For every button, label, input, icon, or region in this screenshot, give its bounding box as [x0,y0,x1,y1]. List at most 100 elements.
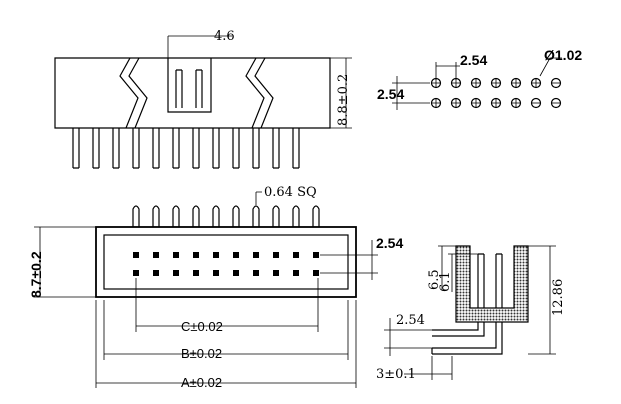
pin-square [193,270,199,276]
front-view: 0.64 SQ 8.7±0.2 2.54 C±0.02 B±0.02 A±0.0… [28,185,403,390]
dim-label-12-86: 12.86 [551,279,566,316]
dim-line-side-pitch [384,318,432,356]
dim-line-8-8 [330,57,352,129]
pin-square [213,252,219,258]
front-pin [292,205,300,227]
front-pin [252,205,260,227]
break-line-right-a [245,57,265,129]
dim-label-side-offset: 3±0.1 [376,367,416,382]
dim-label-b: B±0.02 [181,346,222,361]
dim-label-hole-dia: Ø1.02 [544,47,582,63]
pin-square [233,270,239,276]
pcb-hole-grid [430,77,562,109]
dim-label-pcb-v: 2.54 [377,86,404,102]
pin-square [253,270,259,276]
dim-line-side-offset [404,356,453,380]
side-pin-a [477,253,485,308]
dim-label-pcb-h: 2.54 [460,52,487,68]
top-pin [152,128,160,169]
dim-label-c: C±0.02 [181,319,223,334]
dim-line-4-6 [167,35,232,58]
pin-square [153,270,159,276]
notch-pin-right [195,69,203,108]
notch-pin-left [175,69,183,108]
top-pin [292,128,300,169]
dim-label-a: A±0.02 [181,375,222,390]
front-pin [312,205,320,227]
key-notch [167,58,212,113]
pcb-hole-cross [511,78,521,88]
dim-label-4-6: 4.6 [214,29,235,44]
pin-square [153,252,159,258]
top-pin [92,128,100,169]
break-line-left-b [128,57,148,129]
dim-line-12-86 [528,245,556,355]
dim-line-c [135,278,319,332]
side-pin-b [495,253,503,308]
pin-square [273,270,279,276]
dim-line-pcb-v [392,76,430,110]
leader-0-64 [255,191,262,205]
top-pin [72,128,80,169]
front-pin [132,205,140,227]
pcb-hole-cross [511,98,521,108]
front-pin [152,205,160,227]
pcb-hole-cross [431,98,441,108]
pcb-hole-cross [451,98,461,108]
top-pin [212,128,220,169]
pcb-hole-cross [531,78,541,88]
pin-square [293,252,299,258]
front-pin [212,205,220,227]
dim-line-8-7 [34,226,96,298]
dim-line-6-5 [438,245,456,290]
pcb-hole-cross [471,98,481,108]
front-pins [132,205,320,227]
top-pin [132,128,140,169]
pin-square [273,252,279,258]
side-view: 6.5 6.1 12.86 2.54 3±0.1 [376,245,566,382]
pin-square [133,252,139,258]
front-pin [272,205,280,227]
top-pins [72,128,300,169]
pin-square [293,270,299,276]
top-view: 4.6 8.8±0.2 [54,29,352,169]
side-housing [455,245,529,323]
dim-label-6-5: 6.5 [427,269,442,290]
front-pin [232,205,240,227]
side-lead-lower [431,322,503,355]
pin-square [193,252,199,258]
top-pin [172,128,180,169]
dim-line-a [95,300,357,388]
dim-line-6-1 [448,253,478,292]
top-pin [192,128,200,169]
dim-label-row-pitch: 2.54 [376,235,403,251]
dim-line-pcb-h [435,62,460,80]
pin-square [313,270,319,276]
pin-square [313,252,319,258]
dim-line-row-pitch [320,240,378,280]
dim-label-0-64: 0.64 SQ [264,185,317,200]
top-pin [252,128,260,169]
top-pin [272,128,280,169]
pcb-hole-cross [471,78,481,88]
pin-square [173,270,179,276]
pcb-hole-cross [491,78,501,88]
pin-square [173,252,179,258]
break-line-left-a [119,57,139,129]
pcb-hole-layout: 2.54 2.54 Ø1.02 [377,47,582,110]
front-pin [172,205,180,227]
top-body-outline [54,57,331,129]
top-pin [232,128,240,169]
pin-square [233,252,239,258]
dim-label-6-1: 6.1 [438,271,453,292]
dim-line-b [103,300,349,360]
front-body-outer [95,226,357,298]
front-pin [192,205,200,227]
dim-label-8-8: 8.8±0.2 [336,74,351,126]
dim-label-8-7: 8.7±0.2 [28,251,44,298]
leader-hole-dia [539,57,562,77]
front-body-inner [103,234,349,290]
pin-square [213,270,219,276]
